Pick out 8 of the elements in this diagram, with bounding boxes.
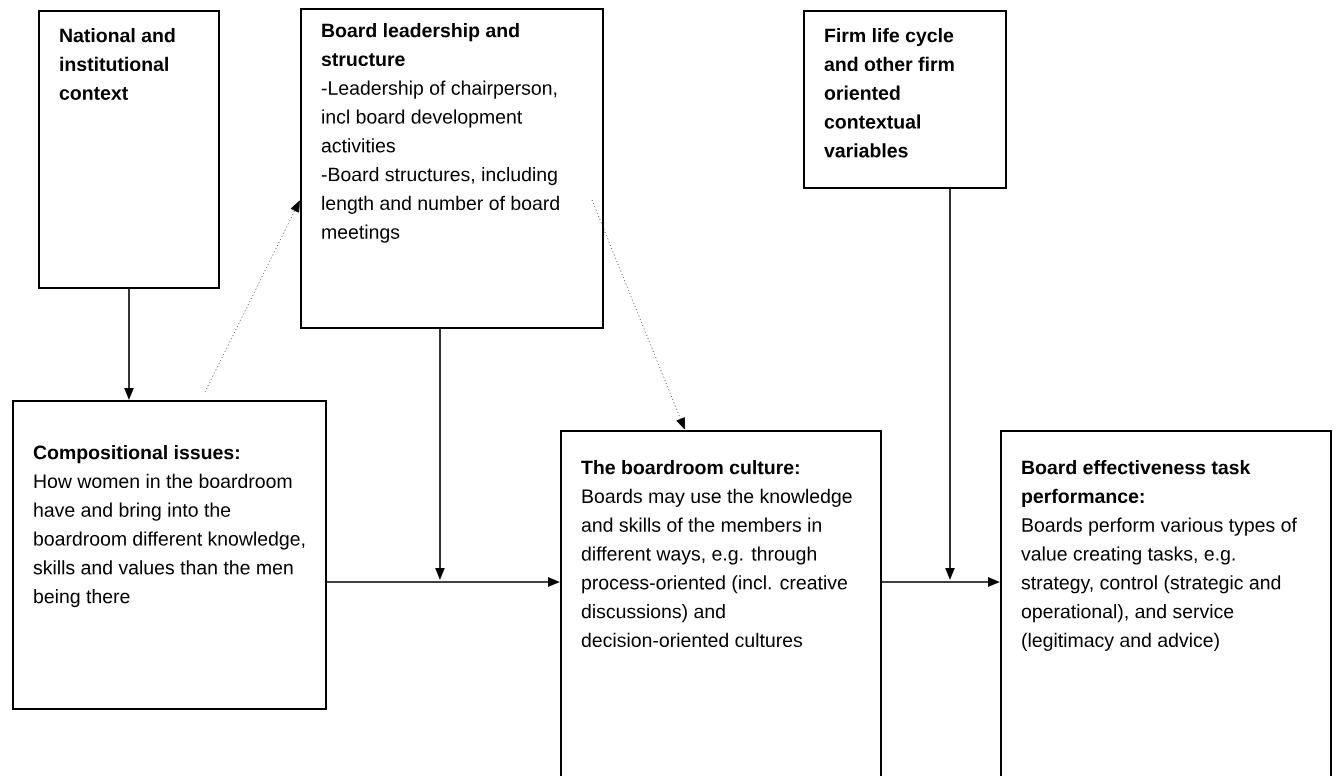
text-box: The boardroom culture: Boards may use the knowledge and skills of the members in different ways, e.g. through process-oriented (incl. creative discussions) and decision-oriented cultures (560, 430, 882, 776)
text-box: National and institutional context (38, 10, 220, 289)
arrow (204, 200, 300, 393)
text-box: Board leadership and structure -Leadership of chairperson, incl board development activities -Board structures, including length and number of board meetings (300, 8, 604, 329)
text-box: Firm life cycle and other firm oriented contextual variables (803, 10, 1007, 189)
arrow (591, 199, 685, 430)
text-box: Board effectiveness task performance: Boards perform various types of value creating tasks, e.g. strategy, control (strategic and operational), and service (legitimacy and advice) (1000, 430, 1332, 776)
text-box: Compositional issues: How women in the boardroom have and bring into the boardroom different knowledge, skills and values than the men being there (12, 400, 327, 710)
